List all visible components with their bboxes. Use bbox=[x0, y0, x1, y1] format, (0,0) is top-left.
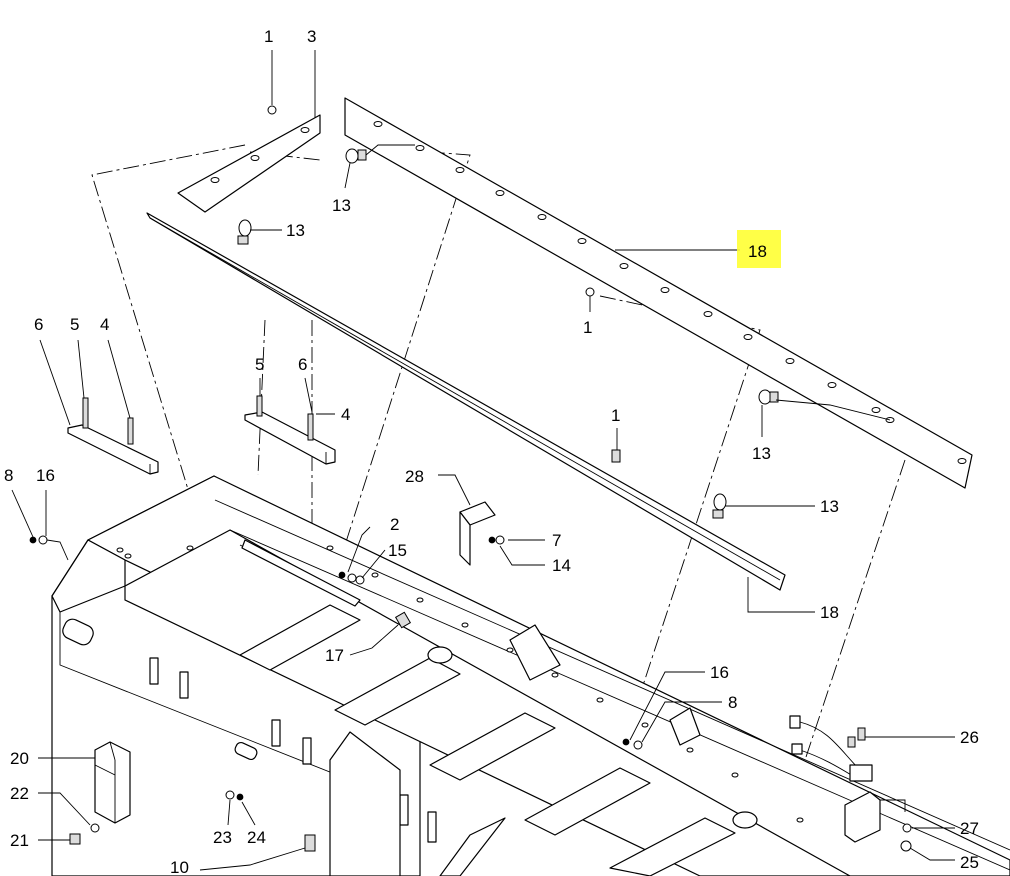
callout-16-left: 16 bbox=[36, 466, 55, 485]
callout-14: 14 bbox=[552, 556, 571, 575]
plate-3 bbox=[177, 105, 321, 213]
callout-2: 2 bbox=[390, 515, 399, 534]
callout-23: 23 bbox=[213, 828, 232, 847]
item-20-box bbox=[94, 741, 131, 824]
callout-13-a: 13 bbox=[286, 221, 305, 240]
callout-28: 28 bbox=[405, 467, 424, 486]
pins-1 bbox=[585, 287, 621, 463]
bar-18-lower bbox=[146, 212, 786, 591]
bracket-28 bbox=[459, 501, 505, 566]
callout-17: 17 bbox=[325, 646, 344, 665]
callout-13-b: 13 bbox=[332, 196, 351, 215]
callout-8-right: 8 bbox=[728, 693, 737, 712]
callout-5-mid: 5 bbox=[255, 355, 264, 374]
callout-22: 22 bbox=[10, 784, 29, 803]
bracket-mid bbox=[244, 395, 336, 465]
callout-24: 24 bbox=[247, 828, 266, 847]
bracket-left bbox=[67, 397, 159, 475]
callout-13-c: 13 bbox=[752, 444, 771, 463]
callout-20: 20 bbox=[10, 749, 29, 768]
callout-18-low: 18 bbox=[820, 603, 839, 622]
callout-8-left: 8 bbox=[4, 466, 13, 485]
callout-13-d: 13 bbox=[820, 497, 839, 516]
callout-1-mid: 1 bbox=[583, 318, 592, 337]
callout-15: 15 bbox=[388, 541, 407, 560]
callout-27: 27 bbox=[960, 819, 979, 838]
callout-3: 3 bbox=[307, 27, 316, 46]
callout-4-left: 4 bbox=[100, 315, 109, 334]
callout-6-mid: 6 bbox=[298, 355, 307, 374]
main-frame bbox=[51, 475, 1010, 876]
callout-18-highlighted: 18 bbox=[748, 242, 767, 261]
callout-6-left: 6 bbox=[34, 315, 43, 334]
callout-5-left: 5 bbox=[70, 315, 79, 334]
callout-16-right: 16 bbox=[710, 663, 729, 682]
item-26-harness bbox=[789, 715, 906, 843]
hardware bbox=[29, 535, 912, 852]
callout-25: 25 bbox=[960, 853, 979, 872]
callout-labels: 1 3 13 13 18 1 6 5 4 5 6 4 1 13 8 16 28 … bbox=[4, 27, 979, 876]
callout-1-top: 1 bbox=[264, 27, 273, 46]
callout-highlight bbox=[737, 230, 781, 268]
callout-1-low: 1 bbox=[611, 406, 620, 425]
eye-bolts-13 bbox=[237, 148, 779, 519]
leader-lines bbox=[11, 50, 955, 871]
callout-10: 10 bbox=[170, 858, 189, 876]
callout-7: 7 bbox=[552, 531, 561, 550]
bar-18-upper bbox=[344, 97, 973, 489]
callout-26: 26 bbox=[960, 728, 979, 747]
callout-4-mid: 4 bbox=[341, 405, 350, 424]
callout-21: 21 bbox=[10, 831, 29, 850]
